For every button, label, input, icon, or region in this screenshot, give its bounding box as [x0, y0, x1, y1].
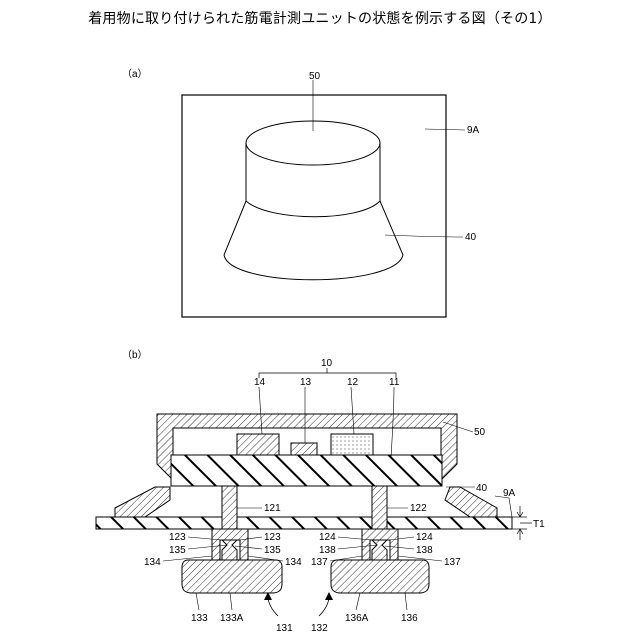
leader-base-a — [385, 235, 463, 237]
panel-a-label: （a） — [122, 68, 148, 80]
ref-124-right: 124 — [416, 532, 433, 543]
component-12 — [331, 434, 373, 455]
ref-121: 121 — [264, 503, 281, 514]
ref-T1: T1 — [533, 519, 545, 530]
component-14 — [237, 434, 279, 455]
unit-brace — [259, 368, 396, 378]
ref-137-left: 137 — [311, 557, 328, 568]
leaders-posts — [163, 508, 442, 561]
ref-14: 14 — [254, 377, 266, 388]
ref-40-b: 40 — [476, 483, 488, 494]
ref-135-right: 135 — [264, 545, 281, 556]
ref-133: 133 — [191, 613, 208, 624]
leaders-bottom — [196, 593, 407, 610]
ref-base-a: 40 — [465, 232, 477, 243]
ref-132: 132 — [311, 623, 328, 634]
ref-135-left: 135 — [169, 545, 186, 556]
ref-138-left: 138 — [319, 545, 336, 556]
circuit-board — [171, 455, 442, 486]
thickness-marker — [512, 506, 532, 540]
arrow-132 — [319, 592, 333, 616]
ref-9A-b: 9A — [503, 488, 516, 499]
ref-134-left: 134 — [144, 557, 161, 568]
electrode-post-122 — [372, 486, 387, 562]
ref-133A: 133A — [220, 613, 244, 624]
ref-138-right: 138 — [416, 545, 433, 556]
ref-123-right: 123 — [264, 532, 281, 543]
ref-13: 13 — [300, 377, 312, 388]
ref-cap-a: 50 — [309, 71, 321, 82]
ref-11: 11 — [389, 377, 400, 388]
base-flange-right — [445, 487, 497, 517]
component-13 — [291, 443, 317, 455]
ref-122: 122 — [410, 503, 427, 514]
ref-137-right: 137 — [444, 557, 461, 568]
arrow-131 — [264, 592, 278, 616]
electrode-pad-136 — [331, 560, 429, 593]
base-flange-left — [115, 487, 170, 517]
electrode-post-121 — [222, 486, 237, 562]
ref-unit: 10 — [321, 358, 333, 369]
ref-134-right: 134 — [285, 557, 302, 568]
electrode-pad-133 — [182, 560, 282, 593]
ref-garment-a: 9A — [467, 125, 480, 136]
ref-131: 131 — [276, 623, 293, 634]
garment-sheet-b — [96, 517, 512, 529]
ref-136A: 136A — [345, 613, 369, 624]
ref-50-b: 50 — [474, 427, 486, 438]
ref-12: 12 — [347, 377, 359, 388]
ref-136: 136 — [401, 613, 418, 624]
ref-124-left: 124 — [319, 532, 336, 543]
panel-b-label: （b） — [122, 349, 148, 361]
leader-garment-a — [425, 129, 465, 130]
ref-123-left: 123 — [169, 532, 186, 543]
